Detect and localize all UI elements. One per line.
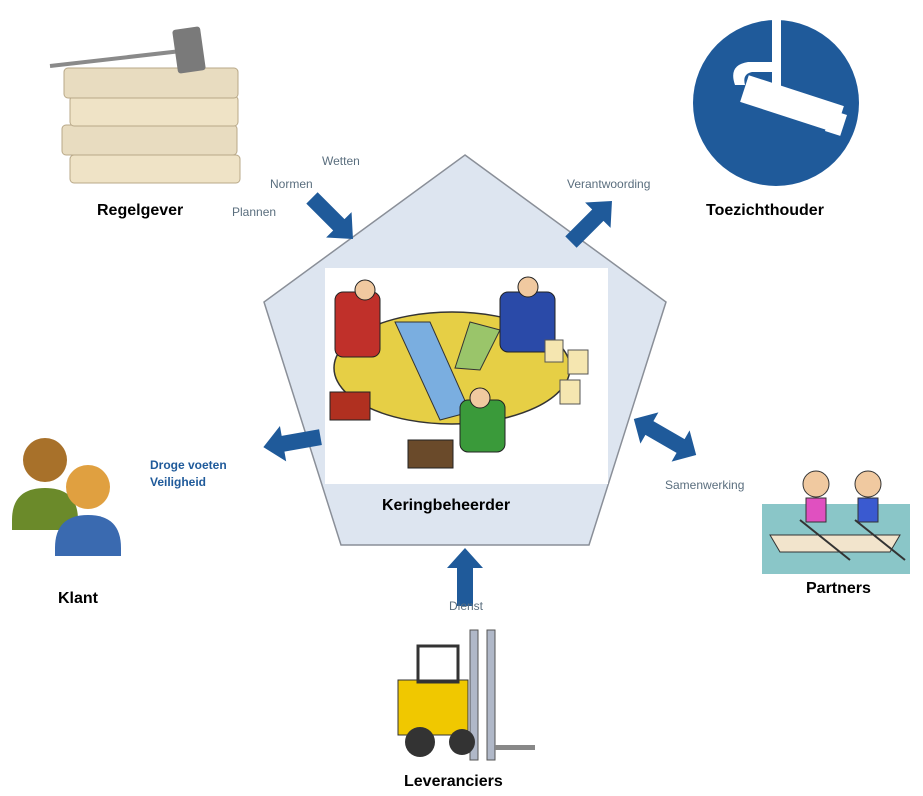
gavel-books-icon: [49, 26, 241, 184]
flow-label-wetten: Wetten: [322, 154, 360, 168]
flow-label-veiligheid: Veiligheid: [150, 475, 207, 489]
toezichthouder-label: Toezichthouder: [706, 202, 824, 219]
klant-label: Klant: [58, 590, 98, 607]
arrow-regelgever-in: [306, 192, 353, 239]
partners-label: Partners: [806, 580, 871, 597]
flow-label-normen: Normen: [270, 177, 313, 191]
surveillance-camera-icon: [693, 20, 859, 186]
arrow-toezicht-out: [565, 201, 612, 248]
arrow-leveranciers-in: [447, 548, 483, 606]
regelgever-label: Regelgever: [97, 202, 184, 219]
flow-label-verantwoording: Verantwoording: [567, 177, 651, 191]
rowing-boat-icon: [762, 470, 910, 574]
flow-label-droge-voeten: Droge voeten: [150, 458, 227, 472]
forklift-icon: [397, 629, 535, 761]
flow-label-samenwerking: Samenwerking: [665, 478, 745, 492]
keringbeheerder-label: Keringbeheerder: [382, 497, 511, 514]
users-icon: [12, 438, 121, 556]
flow-label-plannen: Plannen: [232, 205, 277, 219]
leveranciers-label: Leveranciers: [404, 773, 503, 790]
arrow-partners-both: [633, 412, 697, 462]
flow-label-dienst: Dienst: [449, 599, 484, 613]
arrow-klant-out: [263, 425, 322, 462]
meeting-table-icon: [325, 268, 608, 484]
